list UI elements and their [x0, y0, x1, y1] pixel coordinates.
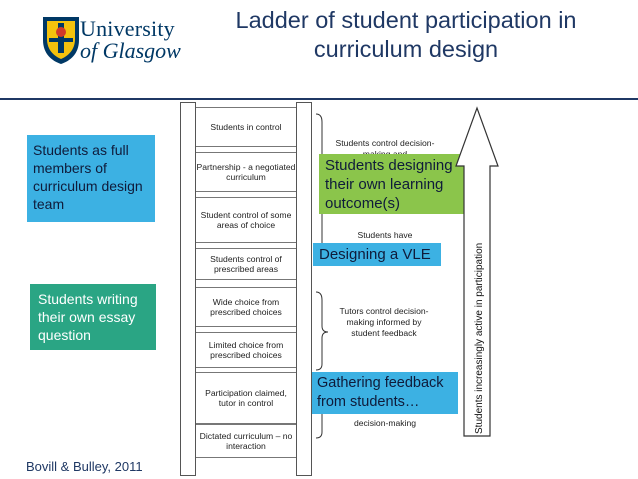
- university-logo: [40, 14, 190, 66]
- callout-designing-outcomes: Students designing their own learning ou…: [319, 154, 467, 214]
- ladder-rung-1: Students in control: [196, 107, 296, 147]
- note-students-have: Students have: [357, 230, 413, 240]
- brace-bottom: [315, 412, 323, 439]
- ladder-rung-7: Participation claimed, tutor in control: [196, 372, 296, 424]
- brace-middle: [315, 291, 329, 371]
- header-band: [0, 0, 638, 98]
- logo-line-1: University: [80, 16, 175, 41]
- callout-feedback: Gathering feedback from students…: [312, 372, 458, 414]
- callout-essay-question: Students writing their own essay questio…: [30, 284, 156, 350]
- title-divider: [0, 98, 638, 100]
- citation: Bovill & Bulley, 2011: [26, 459, 143, 474]
- logo-wordmark: University of Glasgow: [80, 18, 181, 62]
- callout-vle: Designing a VLE: [313, 243, 441, 266]
- callout-full-members: Students as full members of curriculum d…: [27, 135, 155, 222]
- crest-icon: [43, 17, 79, 64]
- ladder-rung-4: Students control of prescribed areas: [196, 248, 296, 280]
- note-decision-making: decision-making: [353, 418, 417, 428]
- ladder-left-rail: [180, 102, 196, 476]
- ladder-right-rail: [296, 102, 312, 476]
- ladder-rung-5: Wide choice from prescribed choices: [196, 287, 296, 327]
- ladder-rung-3: Student control of some areas of choice: [196, 197, 296, 243]
- ladder-rung-2: Partnership - a negotiated curriculum: [196, 152, 296, 192]
- participation-arrow-label: Students increasingly active in particip…: [474, 242, 485, 434]
- participation-arrow: [455, 106, 499, 437]
- logo-line-2: of Glasgow: [80, 38, 181, 63]
- page-title: Ladder of student participation in curri…: [235, 7, 577, 62]
- ladder-rung-8: Dictated curriculum – no interaction: [196, 424, 296, 458]
- note-tutors-control: Tutors control decision-making informed …: [339, 306, 429, 338]
- ladder-rung-6: Limited choice from prescribed choices: [196, 332, 296, 368]
